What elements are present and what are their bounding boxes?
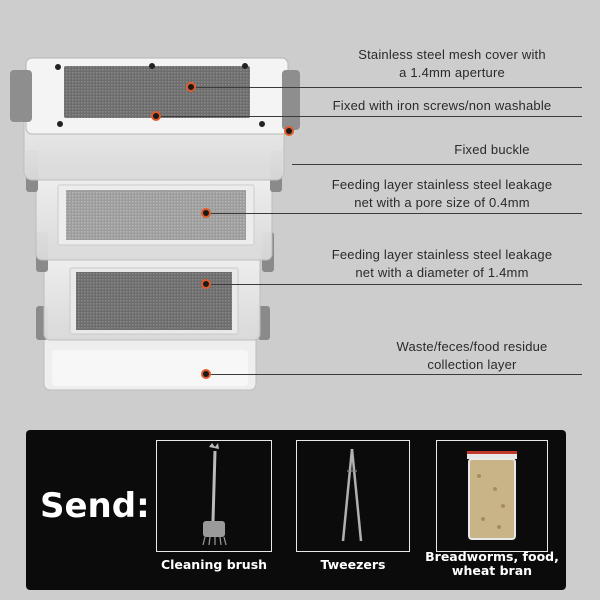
food-bag-icon <box>467 451 517 540</box>
leader-mesh-cover <box>196 87 582 88</box>
tweezers-icon <box>341 448 363 542</box>
marker-buckle <box>284 126 294 136</box>
callout-collection-layer: Waste/feces/food residue collection laye… <box>396 339 548 372</box>
callout-fine-net: Feeding layer stainless steel leakage ne… <box>331 177 553 210</box>
callout-iron-screws: Fixed with iron screws/non washable <box>332 98 552 113</box>
item-label-brush: Cleaning brush <box>160 557 268 572</box>
leader-fine-net <box>211 213 582 214</box>
marker-fine-net <box>201 208 211 218</box>
item-box-brush <box>156 440 272 552</box>
marker-coarse-net <box>201 279 211 289</box>
leader-buckle <box>292 164 582 165</box>
callout-coarse-net: Feeding layer stainless steel leakage ne… <box>331 247 553 280</box>
callout-buckle: Fixed buckle <box>454 142 530 157</box>
container-stack-illustration <box>10 57 300 391</box>
leader-collection-layer <box>211 374 582 375</box>
send-label: Send: <box>40 486 150 526</box>
cleaning-brush-icon <box>202 443 227 546</box>
item-box-food <box>436 440 548 552</box>
marker-collection-layer <box>201 369 211 379</box>
callout-mesh-cover: Stainless steel mesh cover with a 1.4mm … <box>358 47 546 80</box>
leader-coarse-net <box>211 284 582 285</box>
item-label-tweezers: Tweezers <box>320 557 386 572</box>
included-items-panel: Send: Cleaning brush Tweezers <box>26 430 566 590</box>
item-label-food: Breadworms, food, wheat bran <box>425 549 559 578</box>
marker-mesh-cover <box>186 82 196 92</box>
item-box-tweezers <box>296 440 410 552</box>
leader-iron-screws <box>161 116 582 117</box>
marker-iron-screws <box>151 111 161 121</box>
